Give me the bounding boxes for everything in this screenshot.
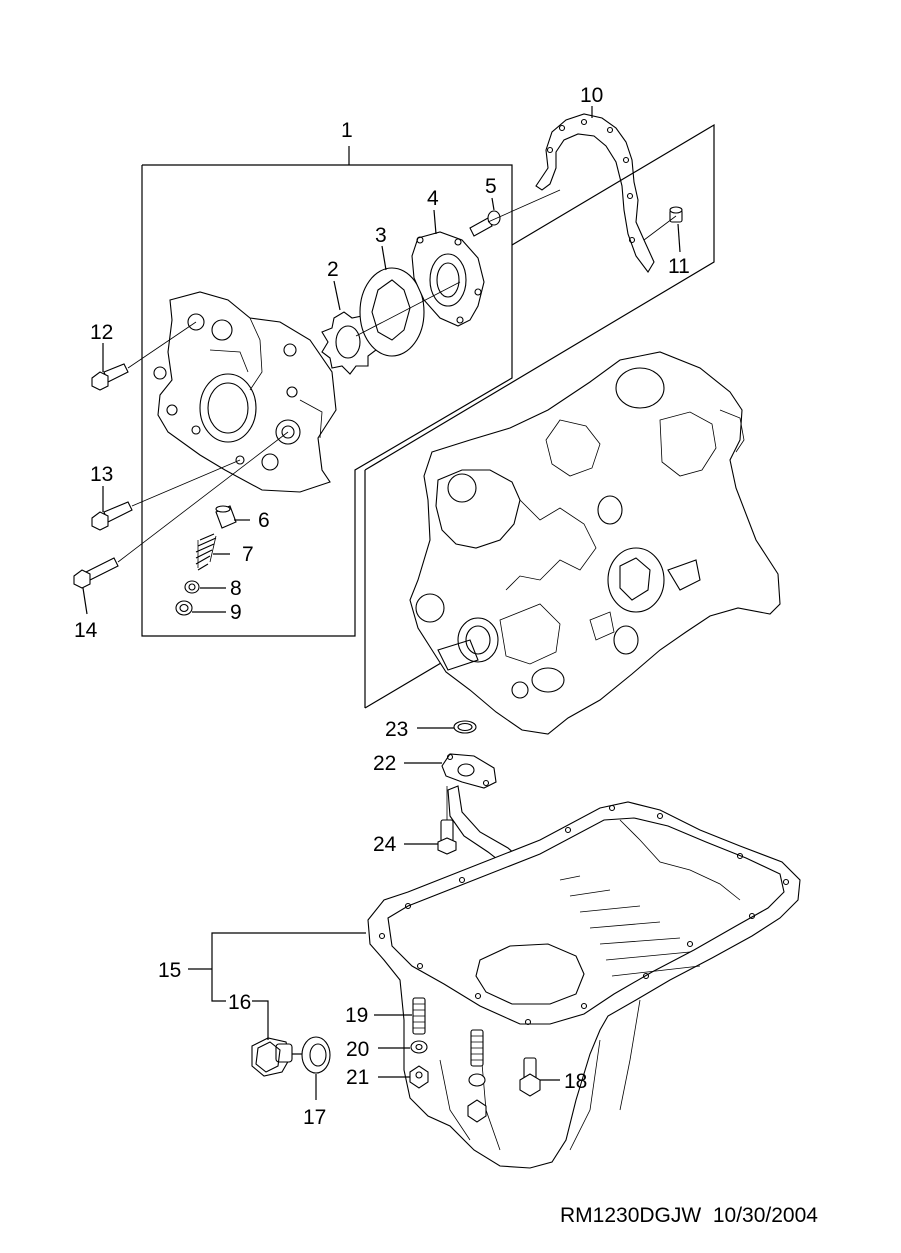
callout-2: 2 [327, 258, 339, 281]
callout-8: 8 [230, 577, 242, 600]
bolt-12 [91, 363, 129, 391]
oil-pump-housing [153, 291, 337, 493]
callout-23: 23 [385, 718, 408, 741]
callout-14: 14 [74, 619, 98, 642]
callout-13: 13 [90, 463, 113, 486]
relief-valve-snap-ring [175, 600, 193, 616]
callout-20: 20 [346, 1038, 369, 1061]
callout-15: 15 [158, 959, 181, 982]
relief-valve-spring [195, 533, 217, 571]
bolt-13 [91, 501, 133, 531]
alignment-lines [117, 189, 677, 563]
engine-block [409, 351, 781, 735]
timing-cover-gasket [535, 113, 655, 273]
bolt-18 [519, 1057, 541, 1097]
o-ring [453, 720, 477, 734]
callout-6: 6 [258, 509, 270, 532]
callout-9: 9 [230, 601, 242, 624]
relief-valve-retainer [184, 580, 200, 594]
nut-21 [409, 1065, 429, 1089]
bolt-14 [73, 557, 119, 589]
callout-3: 3 [375, 224, 387, 247]
strainer-bolt [437, 786, 457, 855]
relief-valve-plunger [215, 505, 237, 529]
stud-19 [412, 997, 426, 1035]
oil-pump-outer-rotor [359, 267, 425, 357]
oil-pan [367, 801, 801, 1169]
washer-20 [410, 1040, 428, 1054]
drain-plug [251, 1037, 293, 1077]
callout-21: 21 [346, 1066, 369, 1089]
leader-lines [82, 106, 681, 1100]
callout-17: 17 [303, 1106, 326, 1129]
oil-pump-group-box [141, 146, 513, 637]
callout-22: 22 [373, 752, 396, 775]
callout-16: 16 [228, 991, 251, 1014]
callout-12: 12 [90, 321, 113, 344]
callout-7: 7 [242, 543, 254, 566]
drain-plug-gasket [301, 1036, 331, 1074]
callout-19: 19 [345, 1004, 368, 1027]
callout-1: 1 [341, 119, 353, 142]
callout-18: 18 [564, 1070, 587, 1093]
stud-second [467, 1029, 487, 1123]
callout-11: 11 [668, 255, 690, 278]
dowel-pin [669, 206, 683, 223]
drawing-reference-footer: RM1230DGJW 10/30/2004 [560, 1204, 818, 1227]
callout-4: 4 [427, 187, 439, 210]
oil-pump-cover [411, 231, 485, 327]
cover-screw [469, 210, 501, 237]
callout-5: 5 [485, 175, 497, 198]
callout-10: 10 [580, 84, 603, 107]
callout-24: 24 [373, 833, 397, 856]
